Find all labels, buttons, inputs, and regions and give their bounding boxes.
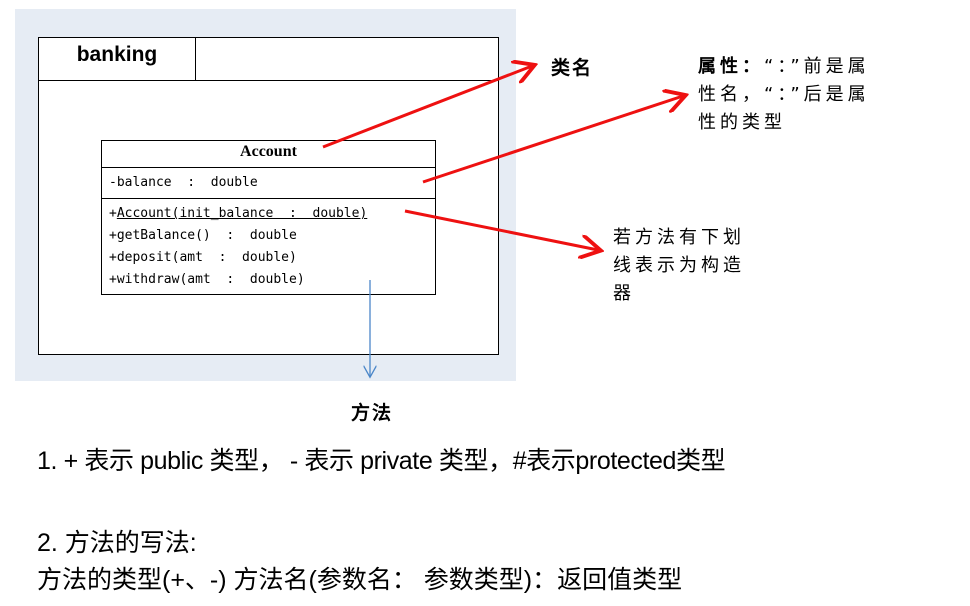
label-constructor-line3: 器 [613, 283, 635, 304]
constructor-prefix: + [109, 206, 117, 221]
arrow-attribute [422, 96, 683, 184]
label-constructor-line1: 若方法有下划 [613, 227, 745, 248]
label-class-name: 类名 [551, 57, 594, 79]
note-method-format-title: 2. 方法的写法: [37, 529, 197, 557]
label-constructor-line2: 线表示为构造 [613, 255, 745, 276]
method-deposit: +deposit(amt : double) [109, 250, 297, 265]
label-constructor: 若方法有下划 线表示为构造 器 [613, 224, 745, 308]
label-attribute-rest: “：”前是属 [764, 56, 870, 77]
label-attribute-line2: 性名，“：”后是属 [698, 84, 870, 105]
constructor-signature: Account(init_balance : double) [116, 206, 368, 221]
attribute-balance: -balance : double [109, 175, 258, 190]
arrow-constructor [404, 209, 598, 250]
package-tab-divider [195, 80, 499, 81]
label-methods: 方法 [351, 402, 394, 424]
label-attribute-line1: 属性：“：”前是属 [698, 53, 870, 81]
constructor-row: +Account(init_balance : double) [109, 206, 367, 221]
package-tab [38, 37, 196, 81]
class-box [101, 140, 436, 295]
package-name: banking [76, 43, 158, 66]
class-divider-methods [101, 198, 436, 199]
note-method-format: 方法的类型(+、-) 方法名(参数名： 参数类型)：返回值类型 [37, 566, 683, 594]
class-divider-attributes [101, 167, 436, 168]
label-attribute-bold: 属性： [698, 56, 764, 77]
arrow-class-name [322, 66, 532, 149]
label-attribute: 属性：“：”前是属 性名，“：”后是属 性的类型 [698, 53, 870, 137]
class-name: Account [240, 143, 297, 160]
label-attribute-line3: 性的类型 [698, 112, 786, 133]
method-withdraw: +withdraw(amt : double) [109, 272, 305, 287]
method-get-balance: +getBalance() : double [109, 228, 297, 243]
note-modifiers: 1. + 表示 public 类型， - 表示 private 类型，#表示pr… [37, 447, 726, 475]
